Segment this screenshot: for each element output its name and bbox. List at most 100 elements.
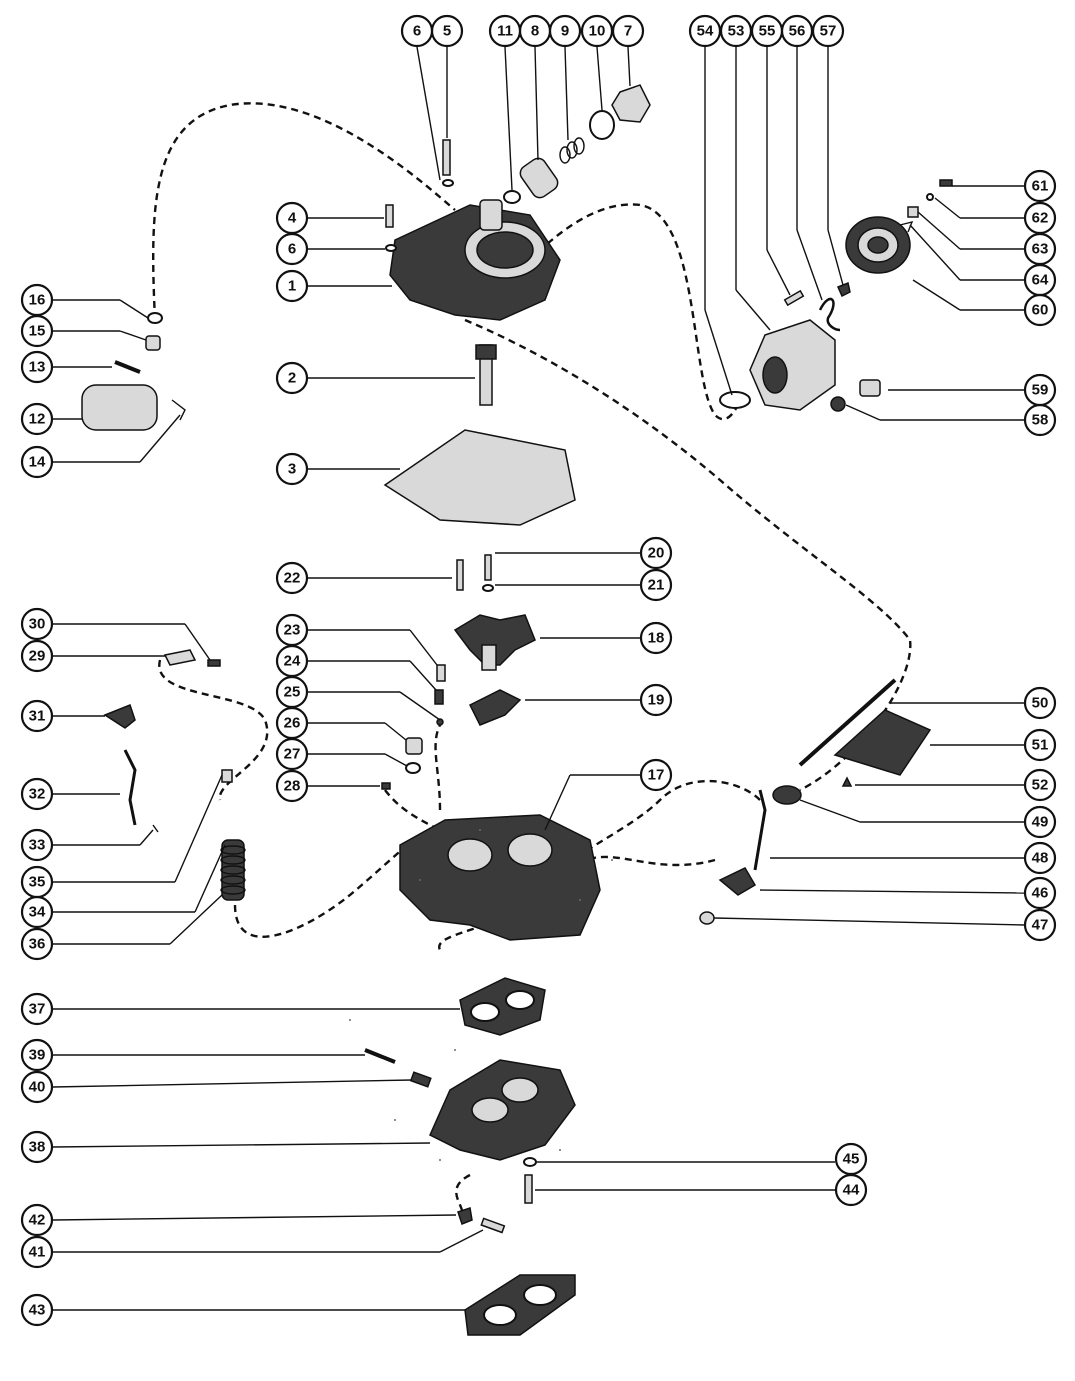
callout-1: 1: [275, 269, 309, 303]
svg-text:48: 48: [1032, 850, 1049, 867]
callout-51: 51: [1023, 728, 1057, 762]
callout-23: 23: [275, 613, 309, 647]
lever-56-part: [818, 297, 841, 332]
float-hanger-part: [171, 399, 186, 421]
callout-41: 41: [20, 1235, 54, 1269]
callout-33: 33: [20, 828, 54, 862]
retainer-35-part: [221, 769, 233, 783]
callout-11: 11: [488, 14, 522, 48]
screw-52-part: [841, 776, 853, 787]
pump-plunger-34-part: [221, 839, 245, 901]
screw-22-part: [456, 559, 464, 591]
svg-text:60: 60: [1032, 302, 1049, 319]
pump-spring-36-part: [220, 845, 246, 895]
svg-text:61: 61: [1032, 178, 1049, 195]
svg-text:25: 25: [284, 684, 301, 701]
plug-59-part: [859, 379, 881, 397]
callout-6: 6: [275, 232, 309, 266]
callout-47: 47: [1023, 908, 1057, 942]
idle-needle-39-part: [364, 1048, 396, 1064]
callout-10: 10: [580, 14, 614, 48]
svg-text:3: 3: [288, 461, 296, 478]
svg-text:40: 40: [29, 1079, 46, 1096]
svg-text:31: 31: [29, 708, 46, 725]
callout-26: 26: [275, 706, 309, 740]
callout-20: 20: [639, 536, 673, 570]
spring-40-part: [409, 1071, 432, 1088]
svg-text:33: 33: [29, 837, 46, 854]
svg-text:52: 52: [1032, 777, 1049, 794]
callout-17: 17: [639, 758, 673, 792]
callout-29: 29: [20, 639, 54, 673]
stipple-shading: [349, 829, 613, 1161]
float-part: [81, 384, 158, 431]
lever-31-part: [103, 704, 136, 729]
fuel-filter-part: [519, 157, 559, 199]
svg-text:56: 56: [789, 23, 806, 40]
callout-34: 34: [20, 895, 54, 929]
pull-clip-16-part: [147, 312, 163, 324]
choke-lever-46-part: [718, 867, 757, 896]
svg-text:26: 26: [284, 715, 301, 732]
screw-47-part: [699, 911, 715, 925]
svg-text:13: 13: [29, 359, 46, 376]
flange-gasket-part: [464, 1274, 576, 1336]
svg-text:9: 9: [561, 23, 569, 40]
screw-44-part: [524, 1174, 533, 1204]
callout-22: 22: [275, 561, 309, 595]
throttle-body-part: [429, 1059, 576, 1161]
svg-text:49: 49: [1032, 814, 1049, 831]
callout-6-top: 6: [400, 14, 434, 48]
choke-rod-48-part: [753, 789, 767, 871]
callout-13: 13: [20, 350, 54, 384]
callout-58: 58: [1023, 403, 1057, 437]
venturi-cluster-part: [453, 614, 536, 671]
svg-text:1: 1: [288, 278, 296, 295]
callout-30: 30: [20, 607, 54, 641]
callout-9: 9: [548, 14, 582, 48]
callout-53: 53: [719, 14, 753, 48]
clip-42-part: [457, 1207, 473, 1225]
svg-text:28: 28: [284, 778, 301, 795]
svg-text:47: 47: [1032, 917, 1049, 934]
float-bowl-body-part: [399, 814, 601, 941]
svg-text:53: 53: [728, 23, 745, 40]
callout-46: 46: [1023, 876, 1057, 910]
svg-text:17: 17: [648, 767, 665, 784]
washer-6b-part: [385, 244, 397, 252]
float-pin-part: [114, 360, 141, 374]
small-gasket-part: [503, 190, 521, 204]
needle-15-part: [145, 335, 161, 351]
gasket-27-part: [405, 762, 421, 774]
svg-text:30: 30: [29, 616, 46, 633]
callout-52: 52: [1023, 768, 1057, 802]
callout-45: 45: [834, 1142, 868, 1176]
svg-text:58: 58: [1032, 412, 1049, 429]
callout-39: 39: [20, 1038, 54, 1072]
gasket-21-part: [482, 584, 494, 592]
svg-text:51: 51: [1032, 737, 1049, 754]
baffle-58-part: [830, 396, 846, 412]
callout-31: 31: [20, 699, 54, 733]
spring-24-part: [434, 689, 444, 705]
callout-59: 59: [1023, 373, 1057, 407]
svg-text:63: 63: [1032, 241, 1049, 258]
svg-text:18: 18: [648, 630, 665, 647]
callout-36: 36: [20, 927, 54, 961]
svg-text:7: 7: [624, 23, 632, 40]
parts: [81, 84, 953, 1336]
svg-text:23: 23: [284, 622, 301, 639]
screw-23-part: [436, 664, 446, 682]
callout-4: 4: [275, 201, 309, 235]
svg-text:34: 34: [29, 904, 46, 921]
svg-text:14: 14: [29, 454, 46, 471]
link-32-part: [123, 749, 137, 826]
callout-27: 27: [275, 737, 309, 771]
screw-41-part: [480, 1217, 506, 1234]
callout-62: 62: [1023, 201, 1057, 235]
callout-50: 50: [1023, 686, 1057, 720]
screw-61-part: [939, 179, 953, 187]
svg-text:36: 36: [29, 936, 46, 953]
callout-60: 60: [1023, 293, 1057, 327]
